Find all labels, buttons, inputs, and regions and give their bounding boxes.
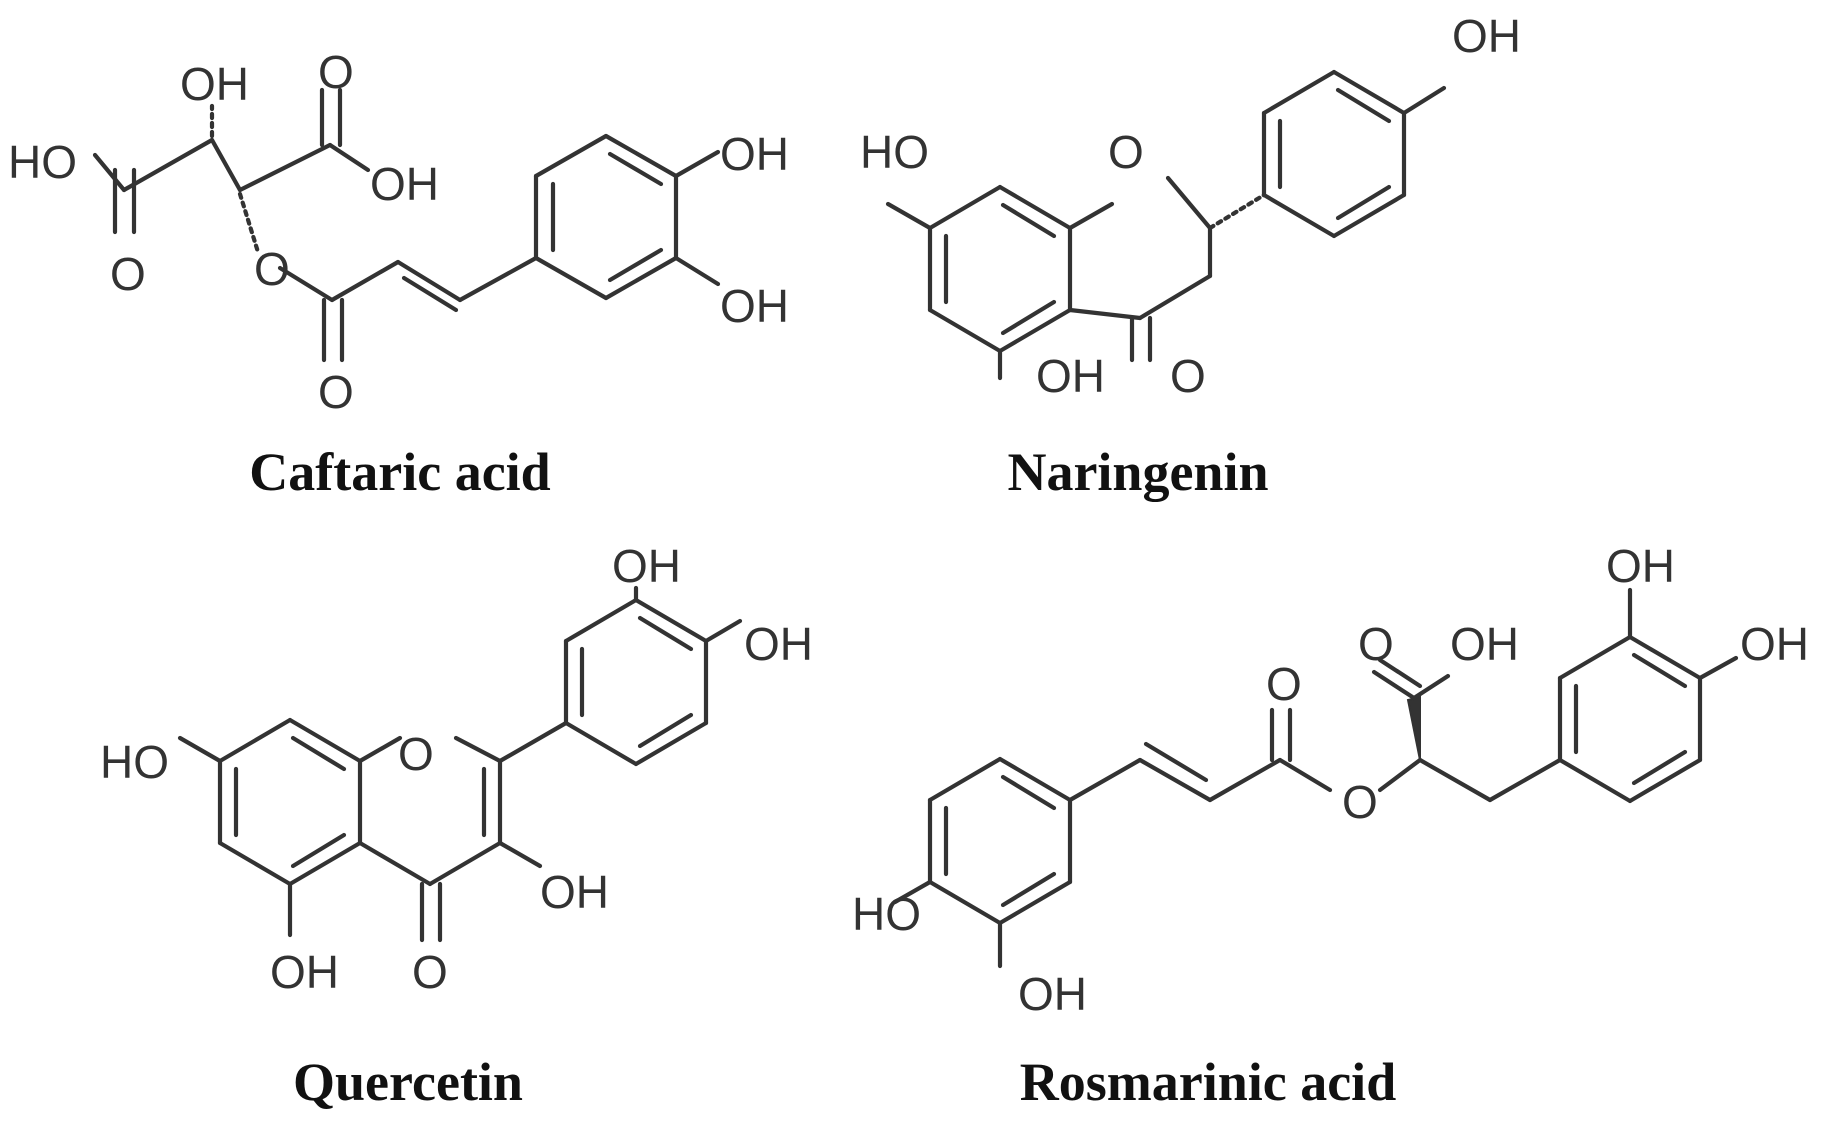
bond-group bbox=[885, 69, 1447, 381]
atom-label: HO bbox=[8, 136, 77, 188]
molecule-name: Rosmarinic acid bbox=[1020, 1052, 1396, 1112]
atom-label: OH bbox=[370, 158, 439, 210]
atom-label: OH bbox=[270, 946, 339, 998]
atom-label: OH bbox=[1740, 618, 1809, 670]
atom-label: OH bbox=[1036, 350, 1105, 402]
atom-label: OH bbox=[1018, 968, 1087, 1020]
atom-label: O bbox=[1108, 126, 1144, 178]
atom-label: OH bbox=[1606, 540, 1675, 592]
atom-label: O bbox=[1358, 618, 1394, 670]
atom-label: O bbox=[318, 46, 354, 98]
atom-label: OH bbox=[540, 866, 609, 918]
atom-label: OH bbox=[612, 540, 681, 592]
atom-label: O bbox=[412, 946, 448, 998]
atom-label: O bbox=[1170, 350, 1206, 402]
atom-label: O bbox=[318, 366, 354, 418]
atom-label: O bbox=[110, 248, 146, 300]
molecule-quercetin: OH OH HO O OH OH O Quercetin bbox=[100, 540, 813, 1112]
atom-label: O bbox=[254, 243, 290, 295]
atom-label: OH bbox=[720, 280, 789, 332]
atom-label: HO bbox=[860, 126, 929, 178]
molecule-name: Naringenin bbox=[1007, 442, 1268, 502]
molecule-name: Caftaric acid bbox=[249, 442, 550, 502]
atom-label: OH bbox=[720, 128, 789, 180]
atom-label: HO bbox=[100, 736, 169, 788]
bond-group bbox=[92, 87, 721, 363]
atom-label: OH bbox=[180, 58, 249, 110]
atom-label: HO bbox=[852, 888, 921, 940]
molecule-caftaric-acid: OH HO O OH O O O OH OH Caftaric acid bbox=[8, 46, 789, 502]
atom-label: OH bbox=[1450, 618, 1519, 670]
atom-label: OH bbox=[1452, 10, 1521, 62]
molecule-rosmarinic-acid: OH OH O OH O O HO OH Rosmarinic acid bbox=[852, 540, 1809, 1112]
atom-label: OH bbox=[744, 618, 813, 670]
atom-label: O bbox=[398, 728, 434, 780]
bond-group bbox=[892, 587, 1739, 969]
atom-label: O bbox=[1266, 658, 1302, 710]
molecule-name: Quercetin bbox=[293, 1052, 523, 1112]
bond-group bbox=[177, 585, 743, 943]
atom-label: O bbox=[1342, 776, 1378, 828]
molecule-naringenin: HO O OH OH O Naringenin bbox=[860, 10, 1521, 502]
